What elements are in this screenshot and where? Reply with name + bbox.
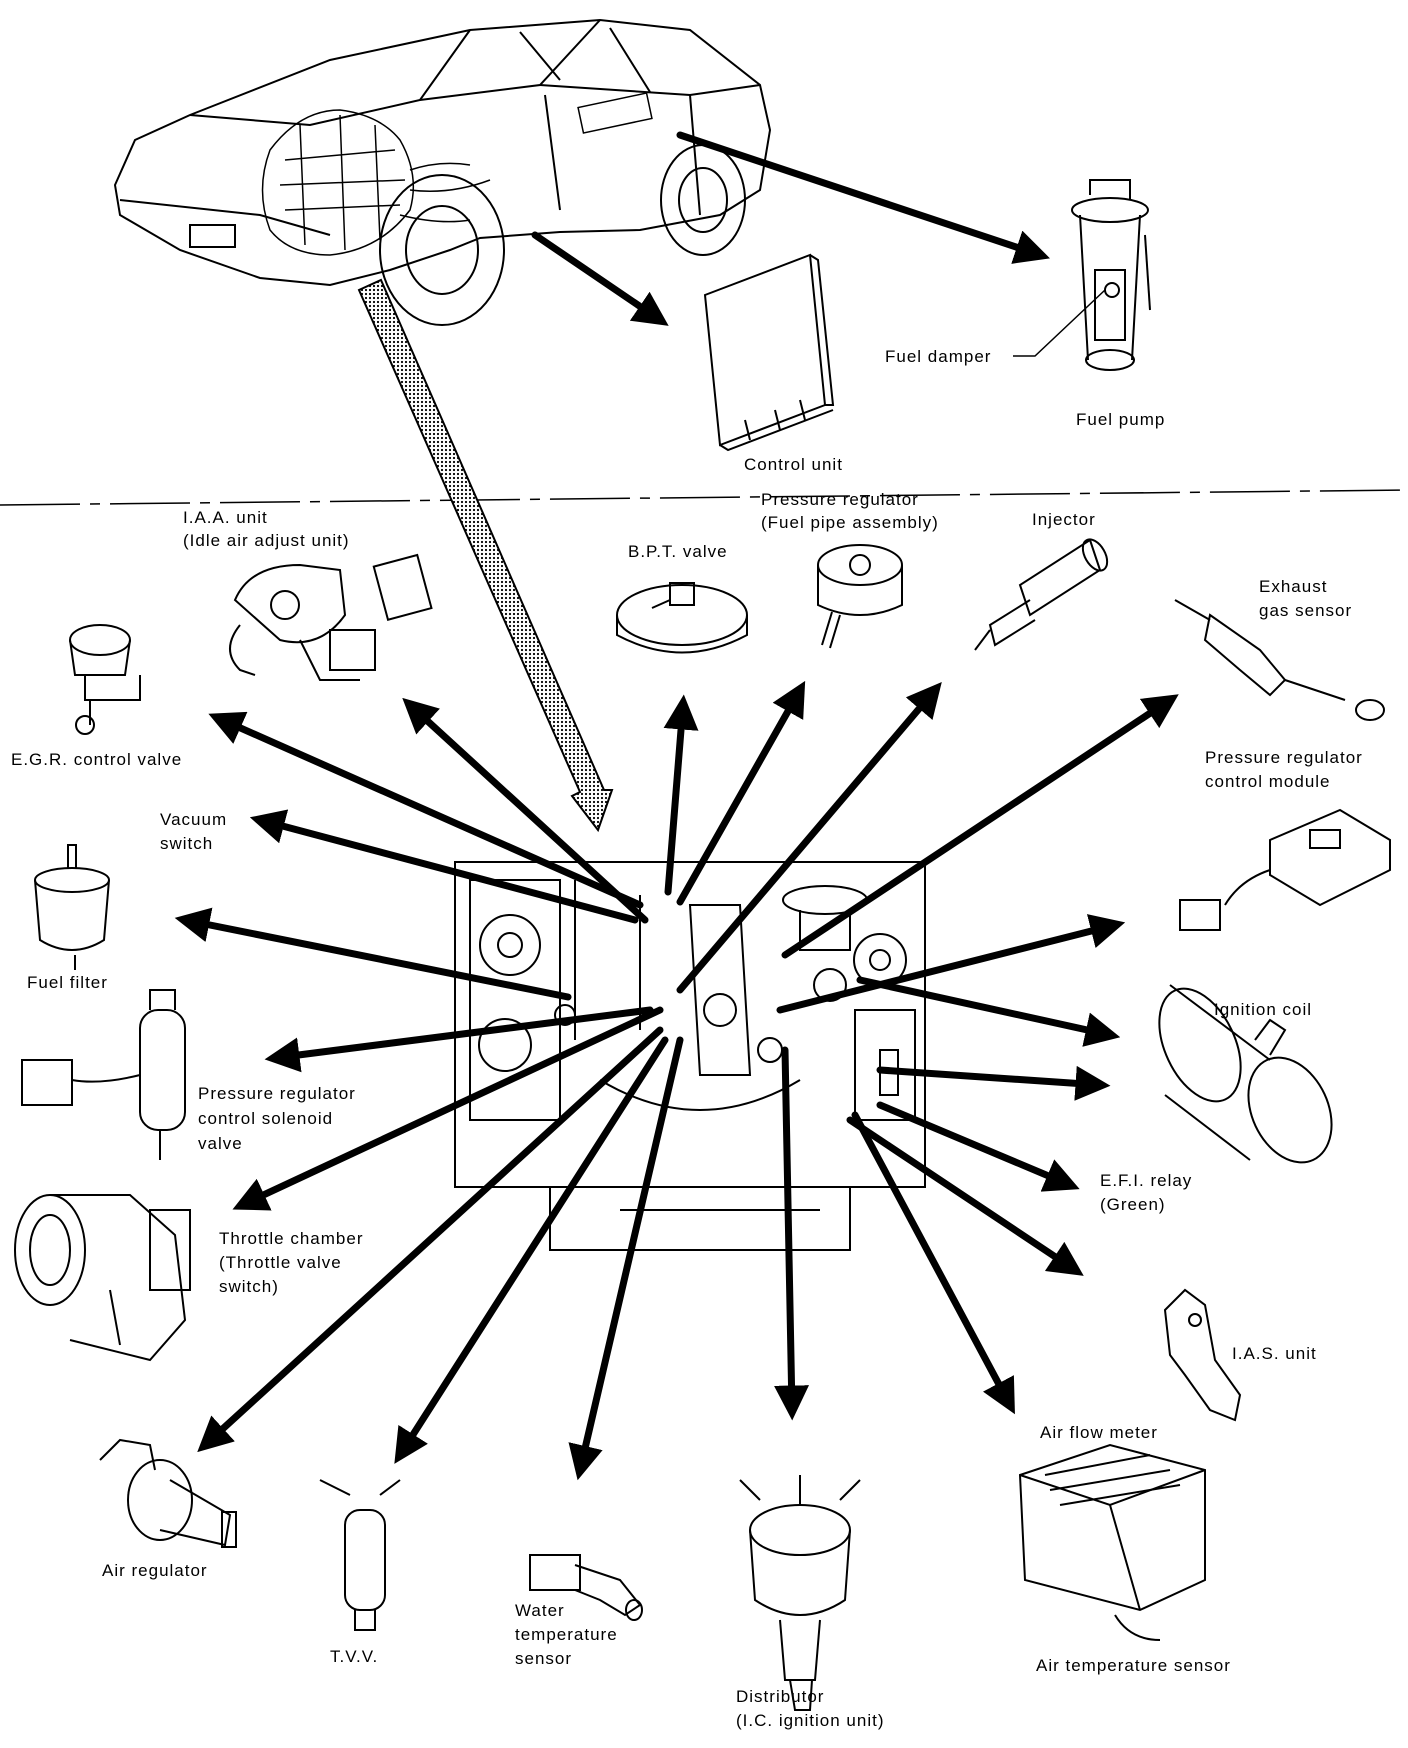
label-efi-relay-1: E.F.I. relay xyxy=(1100,1171,1193,1190)
label-air-flow-meter: Air flow meter xyxy=(1040,1423,1158,1442)
label-tvv: T.V.V. xyxy=(330,1647,379,1666)
label-iaa-unit-full: (Idle air adjust unit) xyxy=(183,531,350,550)
label-injector: Injector xyxy=(1032,510,1096,529)
label-throttle-chamber-2: (Throttle valve xyxy=(219,1253,342,1272)
label-vacuum-switch-2: switch xyxy=(160,834,214,853)
label-exhaust-gas-sensor-2: gas sensor xyxy=(1259,601,1353,620)
pr-solenoid-valve-drawing xyxy=(21,989,186,1160)
ias-unit-drawing xyxy=(1163,1288,1242,1422)
label-ias-unit: I.A.S. unit xyxy=(1232,1344,1317,1363)
label-fuel-filter: Fuel filter xyxy=(27,973,108,992)
section-divider xyxy=(0,489,1408,506)
label-ignition-coil: Ignition coil xyxy=(1214,1000,1313,1019)
label-bpt-valve: B.P.T. valve xyxy=(628,542,728,561)
label-distributor-1: Distributor xyxy=(736,1687,825,1706)
label-pr-solenoid-2: control solenoid xyxy=(198,1109,334,1128)
label-vacuum-switch-1: Vacuum xyxy=(160,810,228,829)
label-pr-solenoid-3: valve xyxy=(198,1134,243,1153)
label-pr-control-module-1: Pressure regulator xyxy=(1205,748,1363,767)
egr-valve-drawing xyxy=(69,624,141,735)
label-pr-solenoid-1: Pressure regulator xyxy=(198,1084,356,1103)
fuel-damper-leader-line xyxy=(1013,289,1106,357)
car-illustration xyxy=(113,18,772,326)
exhaust-gas-sensor-drawing xyxy=(1174,599,1385,721)
throttle-chamber-drawing xyxy=(14,1194,191,1362)
control-unit-drawing xyxy=(703,253,835,452)
pressure-regulator-drawing xyxy=(817,544,903,649)
label-fuel-damper: Fuel damper xyxy=(885,347,992,366)
label-air-temperature-sensor: Air temperature sensor xyxy=(1036,1656,1231,1675)
label-iaa-unit: I.A.A. unit xyxy=(183,508,268,527)
engine-bay-pointer-arrow xyxy=(357,278,614,833)
label-water-temp-1: Water xyxy=(515,1601,565,1620)
component-arrows xyxy=(174,131,1179,1481)
tvv-drawing xyxy=(319,1479,401,1631)
label-exhaust-gas-sensor-1: Exhaust xyxy=(1259,577,1328,596)
air-regulator-drawing xyxy=(99,1438,237,1548)
engine-bay-drawing xyxy=(454,861,926,1251)
pressure-regulator-module-drawing xyxy=(1179,808,1391,931)
label-control-unit: Control unit xyxy=(744,455,843,474)
label-throttle-chamber-3: switch) xyxy=(219,1277,279,1296)
injector-drawing xyxy=(974,538,1109,651)
label-fuel-pump: Fuel pump xyxy=(1076,410,1166,429)
bpt-valve-drawing xyxy=(616,582,748,654)
label-water-temp-2: temperature xyxy=(515,1625,618,1644)
ignition-coil-drawing xyxy=(1158,984,1333,1164)
label-air-regulator: Air regulator xyxy=(102,1561,208,1580)
label-throttle-chamber-1: Throttle chamber xyxy=(219,1229,364,1248)
iaa-unit-drawing xyxy=(229,553,433,681)
water-temp-sensor-drawing xyxy=(529,1554,643,1621)
air-flow-meter-drawing xyxy=(1018,1443,1206,1641)
label-egr-control-valve: E.G.R. control valve xyxy=(11,750,183,769)
label-efi-relay-2: (Green) xyxy=(1100,1195,1166,1214)
distributor-drawing xyxy=(739,1475,861,1711)
label-distributor-2: (I.C. ignition unit) xyxy=(736,1711,885,1730)
car-engine-detail xyxy=(261,92,653,256)
label-water-temp-3: sensor xyxy=(515,1649,573,1668)
label-pressure-regulator-sub: (Fuel pipe assembly) xyxy=(761,513,939,532)
fuel-filter-drawing xyxy=(34,844,110,970)
label-pressure-regulator: Pressure regulator xyxy=(761,490,919,509)
fuel-pump-drawing xyxy=(1071,179,1151,371)
label-pr-control-module-2: control module xyxy=(1205,772,1331,791)
